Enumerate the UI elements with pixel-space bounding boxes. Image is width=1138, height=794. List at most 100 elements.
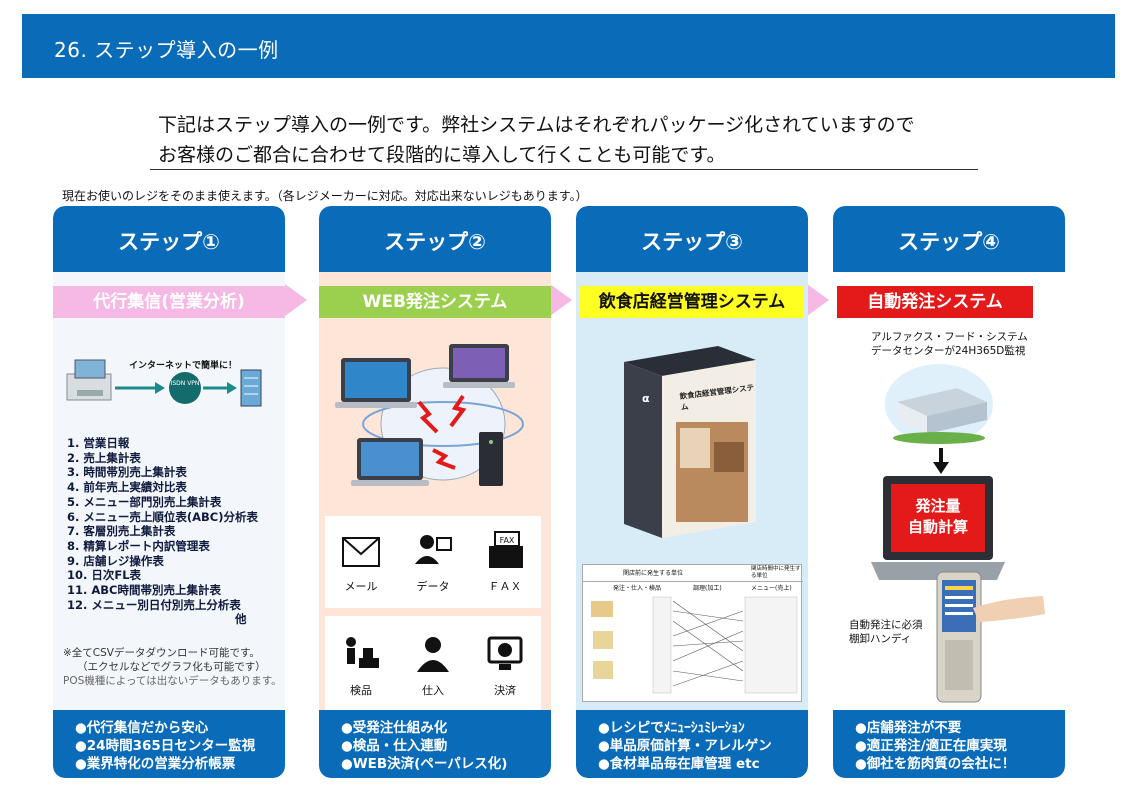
desktop-tower-icon bbox=[479, 432, 503, 486]
screen-line-1: 発注量 bbox=[915, 497, 961, 515]
sack-icon bbox=[593, 661, 613, 679]
svg-text:FAX: FAX bbox=[500, 536, 515, 545]
mail-channel: メール bbox=[331, 530, 391, 594]
step-2-system-label: WEB発注システム bbox=[319, 286, 551, 318]
step-4-body: 自動発注システム アルファクス・フード・システム データセンターが24H365D… bbox=[833, 272, 1065, 710]
step-1-card: ステップ① 代行集信(営業分析) インターネットで簡単に！ ISDN VPN bbox=[53, 206, 285, 778]
data-center-building-icon bbox=[240, 369, 262, 407]
report-item: 8. 精算レポート内訳管理表 bbox=[67, 538, 210, 553]
page-title: 26. ステップ導入の一例 bbox=[54, 38, 279, 62]
report-item: 5. メニュー部門別売上集計表 bbox=[67, 494, 222, 509]
mail-label: メール bbox=[344, 580, 378, 593]
lightning-icon bbox=[449, 394, 467, 428]
payment-icon bbox=[487, 636, 523, 670]
step-1-header: ステップ① bbox=[53, 206, 285, 272]
flow-col-cooking: 調理(加工) bbox=[693, 585, 722, 592]
benefit-item: ●24時間365日センター監視 bbox=[75, 738, 256, 754]
handheld-terminal-illustration bbox=[936, 571, 1045, 703]
benefit-item: ●業界特化の営業分析帳票 bbox=[75, 756, 236, 772]
purchase-flow-box: 検品 仕入 決済 bbox=[325, 616, 541, 710]
recipe-flow-chart: 関店前に発生する単位 関店時間中に発生する単位 発注・仕入・検品 調理(加工) … bbox=[582, 564, 803, 702]
csv-note-line-2: （エクセルなどでグラフ化も可能です） bbox=[77, 661, 266, 673]
data-channel: データ bbox=[403, 530, 463, 594]
step-2-card: ステップ② WEB発注システム bbox=[319, 206, 551, 778]
flow-header-before: 関店前に発生する単位 bbox=[623, 570, 684, 577]
step-4-header: ステップ④ bbox=[833, 206, 1065, 272]
intro-text: 下記はステップ導入の一例です。弊社システムはそれぞれパッケージ化されていますので… bbox=[158, 110, 978, 170]
step-1-body: 代行集信(営業分析) インターネットで簡単に！ ISDN VPN bbox=[53, 272, 285, 710]
data-icon bbox=[415, 535, 452, 564]
purchase-step: 仕入 bbox=[403, 634, 463, 698]
step-4-title: ステップ④ bbox=[898, 230, 1000, 254]
report-item: 6. メニュー売上順位表(ABC)分析表 bbox=[67, 509, 258, 524]
person-icon bbox=[417, 637, 449, 672]
benefit-item: ●代行集信だから安心 bbox=[75, 720, 209, 736]
data-center-building-illustration bbox=[885, 364, 993, 444]
lightning-icon bbox=[417, 400, 439, 434]
data-center-line-1: アルファクス・フード・システム bbox=[871, 331, 1028, 343]
arrow-down-icon bbox=[933, 448, 949, 474]
handy-line-1: 自動発注に必須 bbox=[849, 619, 923, 631]
page-header: 26. ステップ導入の一例 bbox=[22, 14, 1115, 78]
step-4-card: ステップ④ 自動発注システム アルファクス・フード・システム データセンターが2… bbox=[833, 206, 1065, 778]
flow-col-purchase: 発注・仕入・検品 bbox=[613, 585, 662, 592]
step-3-title: ステップ③ bbox=[641, 230, 743, 254]
inspection-label: 検品 bbox=[350, 684, 372, 697]
report-item: 1. 営業日報 bbox=[67, 436, 130, 450]
step-2-header: ステップ② bbox=[319, 206, 551, 272]
step-4-system-label: 自動発注システム bbox=[837, 286, 1033, 318]
payment-label: 決済 bbox=[494, 684, 516, 697]
laptop-icon bbox=[351, 438, 429, 486]
laptop-icon bbox=[335, 358, 417, 408]
data-center-note: アルファクス・フード・システム データセンターが24H365D監視 bbox=[871, 330, 1028, 358]
report-item: 4. 前年売上実績対比表 bbox=[67, 480, 187, 495]
csv-note-line-3: POS機種によっては出ないデータもあります。 bbox=[63, 675, 282, 687]
report-item: 11. ABC時間帯別売上集計表 bbox=[67, 583, 221, 598]
benefit-item: ●店舗発注が不要 bbox=[855, 720, 962, 736]
report-item: 3. 時間帯別売上集計表 bbox=[67, 465, 187, 480]
step-3-body: 飲食店経営管理システム α 飲食店経営管理システム 関店前に発生する単位 関店時… bbox=[576, 272, 808, 710]
svg-text:ISDN VPN: ISDN VPN bbox=[171, 380, 200, 387]
laptop-icon bbox=[443, 344, 515, 388]
step-1-system-label: 代行集信(営業分析) bbox=[53, 286, 285, 318]
report-item-etc: 他 bbox=[235, 612, 247, 627]
step-1-title: ステップ① bbox=[118, 230, 220, 254]
inspection-icon bbox=[346, 637, 379, 668]
arrow-right-icon bbox=[285, 284, 307, 316]
report-item: 9. 店舗レジ操作表 bbox=[67, 553, 164, 568]
arrow-right-icon bbox=[550, 284, 572, 316]
payment-step: 決済 bbox=[475, 634, 535, 698]
screen-line-2: 自動計算 bbox=[907, 518, 968, 536]
fax-channel: FAX ＦＡＸ bbox=[475, 530, 535, 594]
inspection-step: 検品 bbox=[331, 634, 391, 698]
flow-col-menu: メニュー(売上) bbox=[751, 585, 792, 592]
report-item: 2. 売上集計表 bbox=[67, 450, 141, 465]
box-logo-icon: α bbox=[642, 392, 650, 405]
benefit-item: ●御社を筋肉質の会社に！ bbox=[855, 756, 1016, 772]
isdn-vpn-badge-icon: ISDN VPN bbox=[169, 372, 201, 404]
internet-caption: インターネットで簡単に！ bbox=[129, 361, 238, 371]
network-laptops-illustration bbox=[335, 344, 524, 486]
benefit-item: ●検品・仕入連動 bbox=[341, 738, 448, 754]
step-4-benefits: ●店舗発注が不要 ●適正発注/適正在庫実現 ●御社を筋肉質の会社に！ bbox=[833, 710, 1065, 778]
benefit-item: ●受発注仕組み化 bbox=[341, 720, 448, 736]
intro-line-1: 下記はステップ導入の一例です。弊社システムはそれぞれパッケージ化されていますので bbox=[158, 114, 915, 136]
product-box-illustration: α bbox=[624, 346, 756, 538]
pos-register-icon bbox=[66, 359, 112, 401]
report-list: 1. 営業日報 2. 売上集計表 3. 時間帯別売上集計表 4. 前年売上実績対… bbox=[67, 436, 258, 627]
step-2-title: ステップ② bbox=[384, 230, 486, 254]
order-channels-box: メール データ FAX ＦＡＸ bbox=[325, 516, 541, 608]
step-3-system-label: 飲食店経営管理システム bbox=[580, 286, 804, 318]
benefit-item: ●適正発注/適正在庫実現 bbox=[855, 738, 1007, 754]
crate-icon bbox=[591, 601, 613, 617]
csv-note: ※全てCSVデータダウンロード可能です。 （エクセルなどでグラフ化も可能です） … bbox=[63, 646, 282, 688]
sack-icon bbox=[593, 631, 613, 649]
step-1-benefits: ●代行集信だから安心 ●24時間365日センター監視 ●業界特化の営業分析帳票 bbox=[53, 710, 285, 778]
report-item: 12. メニュー別日付別売上分析表 bbox=[67, 597, 241, 612]
auto-calc-screen: 発注量 自動計算 bbox=[891, 496, 985, 538]
arrow-right-icon bbox=[807, 284, 829, 316]
csv-note-line-1: ※全てCSVデータダウンロード可能です。 bbox=[63, 647, 260, 659]
benefit-item: ●WEB決済(ペーパレス化) bbox=[341, 756, 508, 772]
register-network-diagram: ISDN VPN bbox=[66, 359, 262, 407]
benefit-item: ●食材単品毎在庫管理 etc bbox=[598, 756, 760, 772]
